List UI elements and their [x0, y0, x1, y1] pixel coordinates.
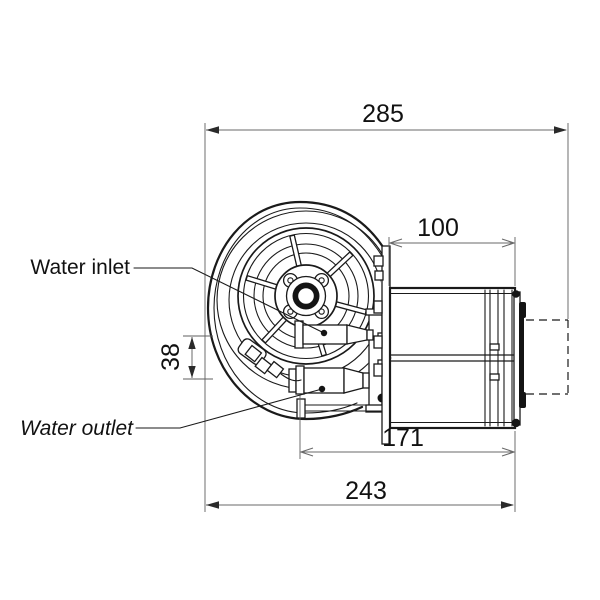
terminal-wire [280, 373, 302, 382]
motor-end-cap [511, 290, 526, 428]
dimension-body-length: 171 [299, 394, 516, 512]
arrowhead-top [188, 337, 196, 349]
dimension-overall-width-value: 285 [362, 100, 404, 128]
dimension-body-length-value: 171 [382, 424, 424, 452]
inlet-ring-3 [253, 243, 359, 349]
dimension-housing-length-value: 243 [345, 477, 387, 505]
dimension-port-offset: 38 [157, 335, 213, 380]
brush-window-upper [489, 343, 500, 351]
water-outlet-callout: Water outlet [20, 385, 326, 440]
arrowhead-right [501, 501, 514, 509]
water-inlet-leader [133, 267, 325, 334]
housing-flange-line [213, 207, 383, 414]
inlet-ring-outer [237, 227, 375, 365]
water-inlet-callout: Water inlet [30, 256, 328, 337]
water-outlet-leader-dot [318, 385, 326, 393]
arrowhead-bottom [188, 366, 196, 378]
water-inlet-pipe [294, 320, 374, 349]
mounting-plate-tabs [373, 255, 384, 377]
arrowhead-left [206, 501, 219, 509]
water-fittings [237, 308, 392, 419]
water-inlet-leader-dot [320, 329, 328, 337]
dimension-port-offset-value: 38 [157, 343, 185, 371]
arrowhead-right [501, 447, 516, 457]
water-inlet-label: Water inlet [30, 256, 130, 279]
terminal-blocks [237, 338, 302, 382]
dimension-overall-width: 285 [204, 100, 569, 512]
arrowhead-left [299, 447, 314, 457]
arrowhead-right [554, 126, 567, 134]
housing-outer-outline [206, 200, 387, 421]
arrowhead-left [388, 238, 403, 248]
water-outlet-leader [135, 388, 323, 429]
arrowhead-left [206, 126, 219, 134]
motor-end-bands [484, 289, 513, 427]
dimension-housing-length: 243 [206, 477, 514, 509]
arrowhead-right [501, 238, 516, 248]
dimension-motor-length: 100 [388, 214, 516, 286]
inlet-ring-2 [242, 232, 370, 360]
water-outlet-label: Water outlet [20, 417, 134, 440]
brush-window-lower [489, 373, 500, 381]
hidden-shaft-outline [526, 319, 569, 395]
dimension-motor-length-value: 100 [417, 214, 459, 242]
shaft-hole [298, 288, 314, 304]
motor-assembly [373, 245, 569, 445]
impeller-hub [274, 264, 338, 328]
